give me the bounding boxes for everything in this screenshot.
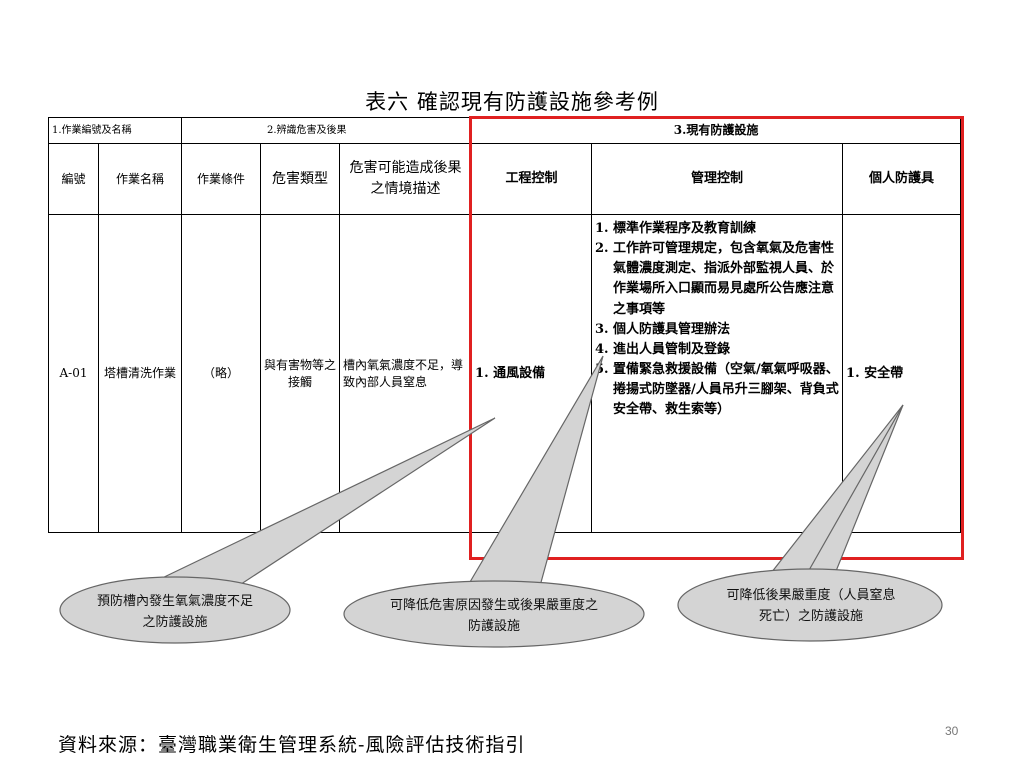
callout-right-bubble <box>677 568 943 642</box>
callout-left-bubble <box>59 576 291 644</box>
source-footer: 資料來源：臺灣職業衛生管理系統-風險評估技術指引 <box>58 734 526 756</box>
callout-middle-text: 可降低危害原因發生或後果嚴重度之防護設施 <box>390 598 599 634</box>
cell-hazard-type: 與有害物等之接觸 <box>260 214 341 533</box>
col-header-hazard-type: 危害類型 <box>260 143 341 215</box>
callout-middle-pointer <box>468 355 604 587</box>
management-item: 個人防護具管理辦法 <box>613 320 840 340</box>
column-header-row: 編號 作業名稱 作業條件 危害類型 危害可能造成後果之情境描述 工程控制 管理控… <box>48 143 962 215</box>
callout-middle-bubble <box>343 580 645 648</box>
cell-condition: （略） <box>181 214 262 533</box>
page-title: 表六 確認現有防護設施參考例 <box>365 90 659 114</box>
col-header-ppe: 個人防護具 <box>842 143 962 215</box>
col-header-scenario: 危害可能造成後果之情境描述 <box>339 143 473 215</box>
col-header-condition: 作業條件 <box>181 143 262 215</box>
cell-name: 塔槽清洗作業 <box>97 214 183 533</box>
table-row: A-01 塔槽清洗作業 （略） 與有害物等之接觸 槽內氧氣濃度不足，導致內部人員… <box>48 214 962 533</box>
management-item: 標準作業程序及教育訓練 <box>613 219 840 239</box>
cell-id: A-01 <box>48 214 99 533</box>
cell-scenario: 槽內氧氣濃度不足，導致內部人員窒息 <box>339 214 473 533</box>
group-header-job: 1.作業編號及名稱 <box>47 117 183 144</box>
col-header-name: 作業名稱 <box>97 143 183 215</box>
col-header-id: 編號 <box>48 143 99 215</box>
col-header-management: 管理控制 <box>591 143 844 215</box>
callout-left-text: 預防槽內發生氧氣濃度不足之防護設施 <box>96 594 253 630</box>
cell-management: 標準作業程序及教育訓練工作許可管理規定，包含氧氣及危害性氣體濃度測定、指派外部監… <box>591 214 844 533</box>
management-item: 進出人員管制及登錄 <box>613 340 840 360</box>
management-item: 工作許可管理規定，包含氧氣及危害性氣體濃度測定、指派外部監視人員、於作業場所入口… <box>613 239 840 320</box>
callout-right-text: 可降低後果嚴重度（人員窒息死亡）之防護設施 <box>726 588 896 624</box>
callout-left-pointer <box>155 417 496 591</box>
management-list: 標準作業程序及教育訓練工作許可管理規定，包含氧氣及危害性氣體濃度測定、指派外部監… <box>594 219 840 420</box>
page-number: 30 <box>945 724 959 738</box>
management-item: 置備緊急救援設備（空氣/氧氣呼吸器、捲揚式防墜器/人員吊升三腳架、背負式安全帶、… <box>613 360 840 420</box>
